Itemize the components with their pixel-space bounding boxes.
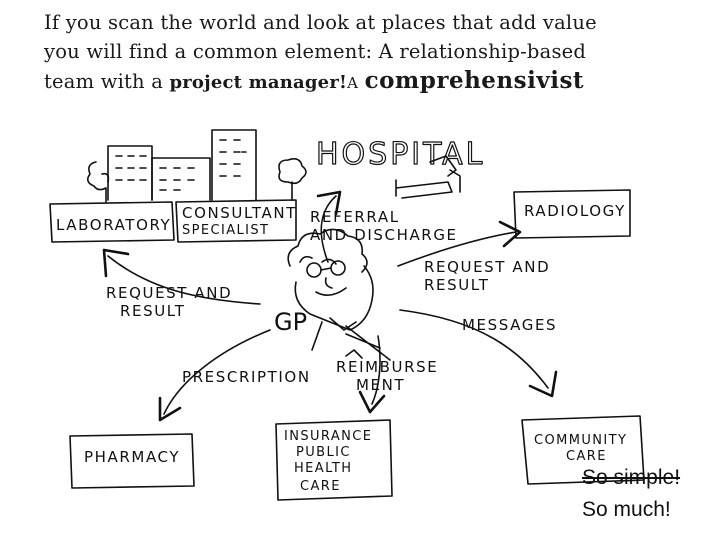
arrow-to-hospital [316,190,342,263]
letter-a: A [347,74,359,92]
intro-line-1: If you scan the world and look at places… [44,11,597,34]
laboratory-label: LABORATORY [56,216,171,234]
comprehensivist-text: comprehensivist [364,67,585,94]
pharmacy-label: PHARMACY [84,448,180,466]
consultant-label-2: SPECIALIST [182,223,269,238]
gp-label: GP [274,308,307,336]
arrow-to-pharmacy [158,329,271,422]
community-label-1: COMMUNITY [534,433,627,448]
community-box [521,415,645,485]
intro-line-3: team with a project manager!A comprehens… [44,66,704,98]
arrow-to-laboratory [102,248,261,305]
prescription-label: PRESCRIPTION [182,368,311,386]
hospital-building-left [107,145,153,201]
hospital-building-tall [211,129,257,201]
radiology-label: RADIOLOGY [524,202,626,220]
insurance-box [275,419,393,501]
intro-line-3-start: team with a [44,70,170,93]
tree-right [278,158,307,201]
so-much-text: So much! [582,498,671,521]
insurance-label-3: HEALTH [294,461,352,476]
referral-label-1: REFERRAL [310,208,400,226]
arrow-to-radiology [397,220,522,267]
arrow-to-community [399,309,558,398]
referral-label-2: AND DISCHARGE [310,226,458,244]
laboratory-box [49,201,175,243]
tree-left [86,161,110,203]
consultant-label-1: CONSULTANT [182,204,297,222]
reimburse-label-1: REIMBURSE [336,358,438,376]
insurance-label-2: PUBLIC [296,445,351,460]
intro-line-2: you will find a common element: A relati… [44,40,587,63]
consultant-box [175,199,297,243]
messages-label: MESSAGES [462,316,557,334]
insurance-label-1: INSURANCE [284,429,372,444]
request-right-label-1: REQUEST AND [424,258,550,276]
community-label-2: CARE [566,449,607,464]
request-left-label-1: REQUEST AND [106,284,232,302]
project-manager-text: project manager! [169,72,348,93]
hospital-building-middle [151,157,211,201]
so-simple-text: So simple! [582,466,681,489]
intro-text: If you scan the world and look at places… [44,8,704,98]
insurance-label-4: CARE [300,479,341,494]
hospital-bed-icon [395,155,461,199]
radiology-box [513,189,631,239]
request-left-label-2: RESULT [120,302,185,320]
reimburse-label-2: MENT [356,376,405,394]
pharmacy-box [69,433,195,489]
hospital-label: HOSPITAL [316,137,485,172]
gp-doctor-figure [287,228,391,361]
arrow-to-insurance [358,335,386,414]
request-right-label-2: RESULT [424,276,489,294]
